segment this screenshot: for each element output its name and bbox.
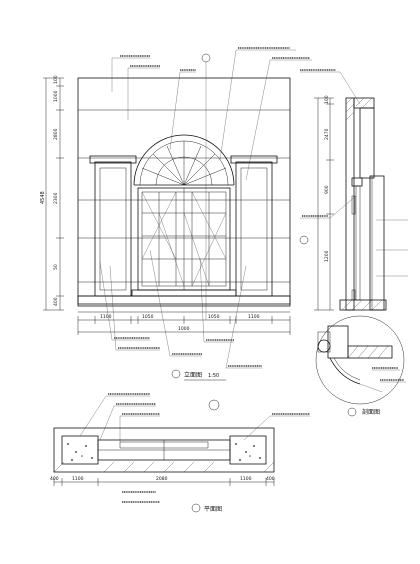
window-section: 100 2470 900 1200 [300,71,408,311]
dim-left-4: 50 [53,264,59,270]
section-title: 剖面图 [362,408,380,416]
elevation-label: 立面图 [184,371,202,379]
elevation-callouts [99,47,312,369]
dim-left-1: 1000 [53,90,59,102]
elevation-dims-left: 100 1000 2800 2300 50 400 4548 [40,75,64,311]
window-elevation [77,53,291,320]
plan-title: 平面图 [204,506,222,513]
elevation-dims-bottom: 1100 1050 1000 1050 1100 [77,314,291,335]
plan-dim-2: 2080 [156,476,168,482]
dim-left-0: 100 [53,75,59,84]
plan-dim-0: 400 [50,476,59,482]
dim-bottom-4: 1100 [248,314,260,320]
plan-dim-1: 1100 [72,476,84,482]
sec-dim-3: 1200 [324,250,330,262]
elevation-scale: 1:50 [208,373,219,379]
dim-left-5: 400 [53,297,59,306]
sec-dim-0: 100 [324,95,330,104]
dim-total: 4548 [40,191,46,204]
sec-dim-1: 2470 [324,128,330,140]
plan-dim-4: 400 [266,476,275,482]
dim-bottom-0: 1100 [100,314,112,320]
plan-marker [208,399,220,411]
dim-left-2: 2800 [53,128,59,140]
elevation-title: 立面图 1:50 [171,369,226,381]
plan-dim-3: 1100 [240,476,252,482]
dim-bottom-2: 1000 [178,326,190,332]
window-plan: 400 1100 2080 1100 400 平面图 [50,393,310,513]
dim-bottom-1: 1050 [142,314,154,320]
dim-left-3: 2300 [53,192,59,204]
section-marker [299,235,309,245]
sec-dim-2: 900 [324,185,330,194]
section-detail: 剖面图 [300,69,406,417]
dim-bottom-3: 1050 [208,314,220,320]
